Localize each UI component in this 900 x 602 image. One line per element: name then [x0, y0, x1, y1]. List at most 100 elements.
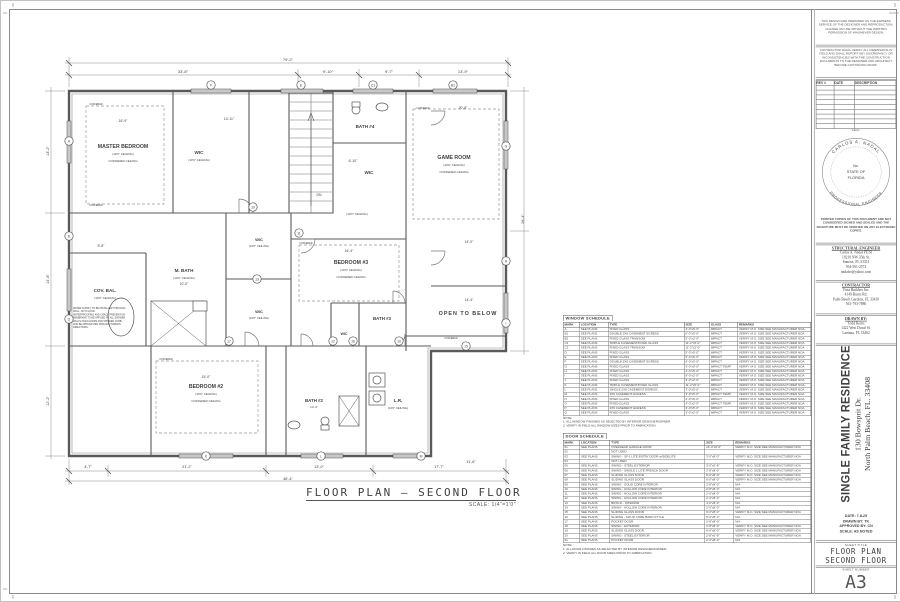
room-labels-layer: MASTER BEDROOM (10'0" CEILING) COFFERED CE…: [46, 57, 525, 481]
svg-text:(10'0" CEILING): (10'0" CEILING): [443, 163, 464, 167]
svg-text:(10'0" CEILING): (10'0" CEILING): [188, 158, 209, 162]
svg-text:(10'0" CEILING): (10'0" CEILING): [346, 212, 367, 216]
contractor-heading: CONTRACTOR: [841, 283, 871, 288]
svg-text:COV. BAL.: COV. BAL.: [94, 288, 117, 293]
structural-engineer-heading: STRUCTURAL ENGINEER: [831, 246, 881, 251]
svg-text:G: G: [505, 144, 508, 148]
svg-text:Q: Q: [68, 317, 71, 321]
svg-text:16'-9": 16'-9": [119, 119, 128, 123]
disclaimer-1: THIS DESIGN ARE PREPARED AS THE EXPRESS …: [818, 19, 894, 35]
svg-text:(10'0" CEILING): (10'0" CEILING): [195, 392, 216, 396]
svg-text:OPEN TO BELOW: OPEN TO BELOW: [439, 311, 498, 317]
svg-text:14'-4": 14'-4": [310, 405, 318, 409]
plan-title: FLOOR PLAN – SECOND FLOOR: [306, 486, 522, 501]
contractor-block: CONTRACTOR Vista Builders Inc.4149 Burns…: [816, 284, 896, 308]
svg-text:4'-7": 4'-7": [84, 465, 92, 469]
svg-text:13'-0": 13'-0": [314, 465, 324, 469]
svg-text:12: 12: [331, 339, 335, 343]
svg-text:WIC: WIC: [365, 170, 375, 175]
svg-text:11'-6": 11'-6": [466, 460, 476, 464]
svg-text:10: 10: [397, 339, 401, 343]
svg-text:COFFERED CEILING: COFFERED CEILING: [439, 170, 469, 174]
svg-text:14'-0": 14'-0": [465, 240, 474, 244]
svg-text:DIRECTIONS.: DIRECTIONS.: [73, 326, 89, 329]
svg-text:STATE OF: STATE OF: [847, 169, 866, 174]
svg-text:F: F: [210, 83, 212, 87]
svg-text:COFFERED: COFFERED: [89, 204, 102, 207]
door-schedule-title: DOOR SCHEDULE: [563, 433, 607, 439]
svg-text:11: 11: [297, 231, 301, 235]
svg-text:COFFERED: COFFERED: [416, 107, 429, 110]
svg-text:16'-4": 16'-4": [345, 249, 354, 253]
svg-text:33'-8": 33'-8": [178, 69, 189, 74]
svg-text:16: 16: [351, 339, 355, 343]
sheet-title-2: SECOND FLOOR: [825, 556, 887, 565]
svg-text:WALLS AND FLOORS AND SHOWER CU: WALLS AND FLOORS AND SHOWER CURB,: [73, 320, 123, 323]
sheet-number-label: SHEET NUMBER: [842, 568, 870, 572]
sheet-border: [9, 9, 897, 594]
svg-text:WATER SUPPLY TO BE INSTALLED T: WATER SUPPLY TO BE INSTALLED THROUGH-: [73, 307, 126, 310]
sheet-title-label: SHEET TITLE: [844, 543, 868, 547]
sheet-date: DATE: 7-8-25: [844, 514, 868, 519]
sheet-number: A3: [845, 571, 867, 593]
svg-text:A: A: [68, 139, 71, 143]
titleblock-divider: [811, 9, 815, 594]
svg-text:46'-4": 46'-4": [283, 477, 293, 481]
svg-text:COFFERED: COFFERED: [89, 103, 102, 106]
seal-label: SEAL: [851, 128, 861, 133]
svg-text:21'-2": 21'-2": [182, 465, 192, 469]
svg-text:15: 15: [464, 344, 468, 348]
svg-text:BATH #2: BATH #2: [305, 398, 324, 403]
svg-text:COFFERED CEILING: COFFERED CEILING: [191, 399, 221, 403]
svg-text:(10'0" CEILING): (10'0" CEILING): [340, 268, 361, 272]
svg-text:MASTER BEDROOM: MASTER BEDROOM: [98, 144, 148, 150]
svg-text:79'-2": 79'-2": [283, 57, 294, 62]
svg-text:(10'0" CEILING): (10'0" CEILING): [249, 244, 269, 248]
svg-text:WIC: WIC: [195, 150, 205, 155]
plan-title-block: FLOOR PLAN – SECOND FLOOR SCALE: 1/4"=1'…: [306, 486, 522, 508]
svg-text:K: K: [205, 454, 208, 458]
svg-text:WIC: WIC: [255, 237, 263, 242]
svg-text:17'-7": 17'-7": [434, 465, 444, 469]
svg-text:15'-0": 15'-0": [202, 375, 211, 379]
svg-text:(10'0" CEILING): (10'0" CEILING): [249, 316, 269, 320]
svg-text:WIC: WIC: [341, 332, 348, 336]
disclaimer-2: CONTRACTOR SHALL VERIFY ALL DIMENSIONS I…: [819, 48, 893, 67]
project-title-rotated: SINGLE FAMILY RESIDENCE 130 Bowsprit Dr.…: [814, 334, 898, 514]
svg-text:AND BE APPLIED PER MANUFACTURE: AND BE APPLIED PER MANUFACTURER'S: [73, 323, 121, 326]
title-block: THIS DESIGN ARE PREPARED AS THE EXPRESS …: [814, 10, 898, 593]
plan-scale: SCALE: 1/4"=1'0": [468, 502, 516, 508]
svg-text:D: D: [68, 234, 71, 238]
svg-text:9'-10": 9'-10": [323, 69, 334, 74]
svg-text:(10'0" CEILING): (10'0" CEILING): [173, 276, 194, 280]
svg-text:E: E: [300, 83, 303, 87]
svg-text:FLORIDA: FLORIDA: [848, 175, 865, 180]
svg-text:M: M: [420, 454, 423, 458]
svg-text:BATH #4: BATH #4: [356, 124, 375, 129]
svg-text:14'-4": 14'-4": [465, 298, 474, 302]
svg-text:L: L: [320, 454, 322, 458]
project-address-2: North Palm Beach, FL. 33408: [862, 376, 872, 472]
drawn-by-heading: DRAWN BY:: [844, 317, 868, 322]
svg-text:BEDROOM #3: BEDROOM #3: [334, 260, 368, 266]
svg-text:(10'0" CEILING): (10'0" CEILING): [388, 406, 408, 410]
svg-text:COFFERED: COFFERED: [444, 337, 457, 340]
svg-text:H: H: [505, 259, 508, 263]
svg-text:5'-8": 5'-8": [98, 244, 106, 248]
svg-text:GAME ROOM: GAME ROOM: [437, 155, 470, 161]
svg-text:13: 13: [255, 277, 259, 281]
svg-text:PROFESSIONAL ENGINEER: PROFESSIONAL ENGINEER: [829, 191, 883, 207]
svg-text:14'-11": 14'-11": [224, 117, 235, 121]
svg-text:(10'0" CEILING): (10'0" CEILING): [112, 152, 133, 156]
svg-text:17: 17: [227, 339, 231, 343]
